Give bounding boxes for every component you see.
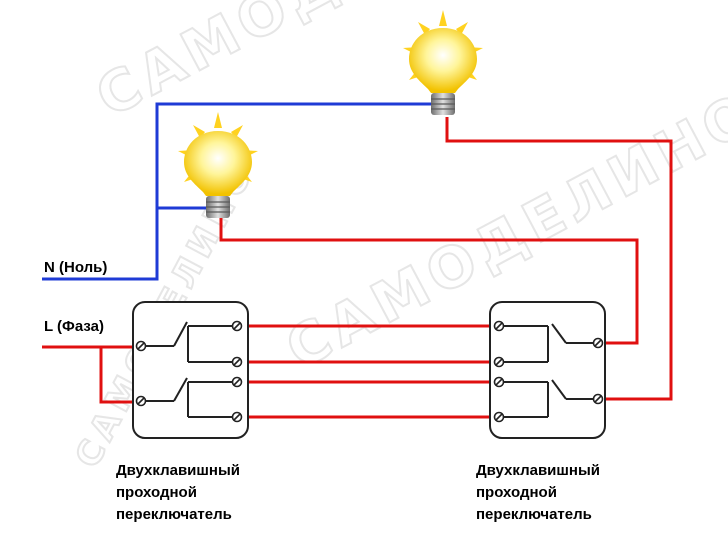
phase-wire-loop [99, 347, 147, 404]
left-switch-caption: Двухклавишный проходной переключатель [116, 462, 240, 523]
right-caption-line1: Двухклавишный [476, 462, 600, 479]
terminal-screw [231, 411, 243, 423]
phase-wiring [42, 117, 673, 419]
left-switch [132, 301, 249, 439]
phase-label: L (Фаза) [44, 318, 104, 335]
terminal-screw [592, 393, 604, 405]
right-caption-line2: проходной [476, 484, 557, 501]
right-switch-body [489, 301, 606, 439]
neutral-wiring [42, 102, 437, 281]
lamp-1 [178, 112, 258, 218]
terminal-screw [135, 395, 147, 407]
terminal-screw [135, 340, 147, 352]
left-caption-line1: Двухклавишный [116, 462, 240, 479]
lamp-1-glass [184, 131, 252, 196]
right-switch [489, 301, 606, 439]
neutral-label: N (Ноль) [44, 259, 107, 276]
terminal-screw [493, 320, 505, 332]
left-switch-body [132, 301, 249, 439]
terminal-screw [592, 337, 604, 349]
terminal-screw [493, 411, 505, 423]
left-caption-line2: проходной [116, 484, 197, 501]
terminal-screw [231, 376, 243, 388]
terminal-screw [493, 376, 505, 388]
neutral-wire-main [42, 102, 437, 281]
terminal-screw [231, 320, 243, 332]
terminal-screw [231, 356, 243, 368]
lamp1-return-wire [219, 218, 639, 345]
lamp-2 [403, 10, 483, 115]
watermark-top: САМОДЕЛИНО [86, 0, 579, 130]
right-caption-line3: переключатель [476, 506, 592, 523]
left-caption-line3: переключатель [116, 506, 232, 523]
lamp2-return-wire [445, 117, 673, 401]
lamp-2-glass [409, 28, 477, 93]
right-switch-caption: Двухклавишный проходной переключатель [476, 462, 600, 523]
terminal-screw [493, 356, 505, 368]
